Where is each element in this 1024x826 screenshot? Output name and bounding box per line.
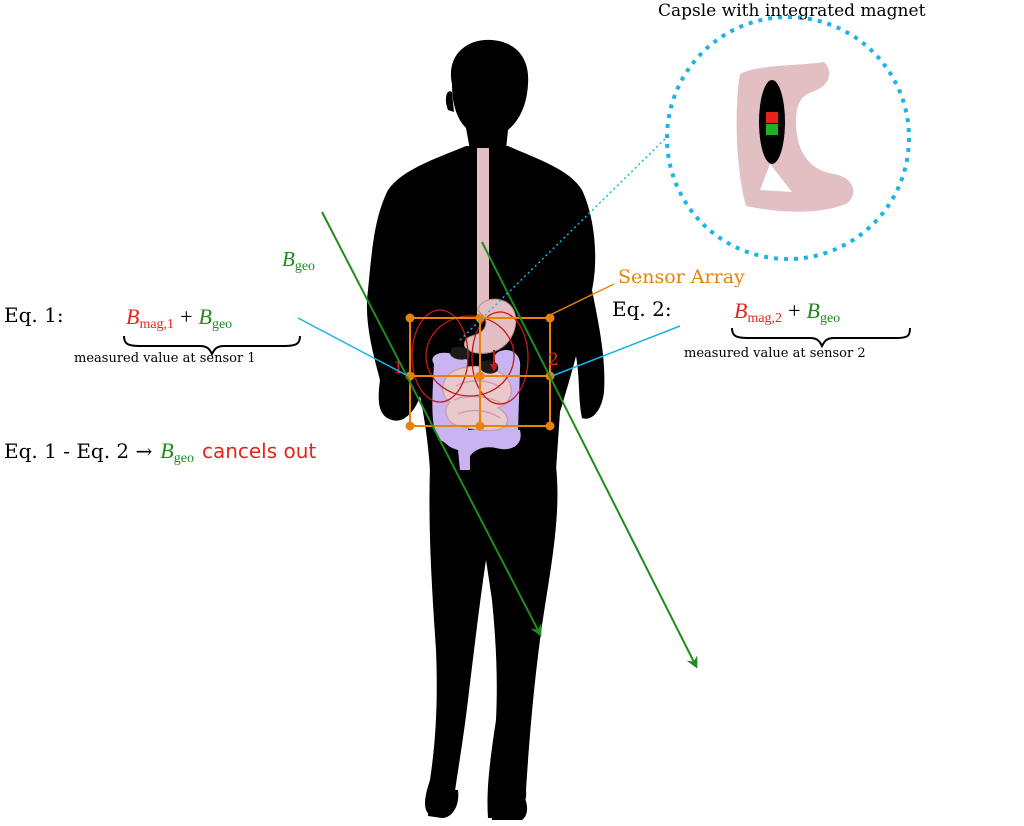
sensor-2-label: 2: [548, 350, 559, 370]
magnet-direction-arrowhead: [490, 364, 498, 372]
eq2-label: Eq. 2:: [612, 297, 672, 321]
capsule-callout-line: [459, 137, 667, 341]
geo-field-arrow: [481, 241, 698, 669]
capsule-organ: [736, 62, 854, 212]
sensor-node: [475, 371, 485, 381]
capsule-callout: [665, 15, 911, 261]
eq1-leader-line: [297, 317, 409, 377]
eq1-caption: measured value at sensor 1: [74, 351, 256, 366]
magnet-south-pole: [766, 124, 778, 135]
b-geo-label: Bgeo: [282, 247, 315, 274]
eq1-label: Eq. 1:: [4, 303, 64, 327]
sensor-node: [545, 313, 555, 323]
small-intestine: [442, 365, 512, 432]
eq1-underbrace: [123, 335, 301, 357]
geo-field-arrow: [321, 211, 542, 637]
magnet-field-loops: [411, 309, 529, 405]
eq2-caption: measured value at sensor 2: [684, 346, 866, 361]
magnet-north-pole: [766, 112, 778, 123]
sensor-node: [405, 313, 415, 323]
eq2-expression: Bmag,2+Bgeo: [734, 298, 840, 326]
sensor-1-label: 1: [393, 358, 404, 378]
capsule-title: Capsle with integrated magnet: [658, 1, 926, 21]
sensor-node: [475, 421, 485, 431]
eq2-underbrace: [731, 327, 911, 349]
sensor-node: [475, 313, 485, 323]
sensor-array-label: Sensor Array: [618, 266, 745, 288]
geomagnetic-field-arrows: [321, 211, 698, 669]
sensor-node: [545, 421, 555, 431]
organ-highlight: [760, 164, 792, 192]
eq2-leader-line: [551, 325, 681, 377]
callout-circle: [665, 15, 911, 261]
leader-lines: [297, 137, 681, 377]
esophagus: [477, 148, 489, 318]
sensor-node: [405, 421, 415, 431]
sensor-array-leader: [547, 283, 615, 317]
eq1-expression: Bmag,1+Bgeo: [126, 304, 232, 332]
